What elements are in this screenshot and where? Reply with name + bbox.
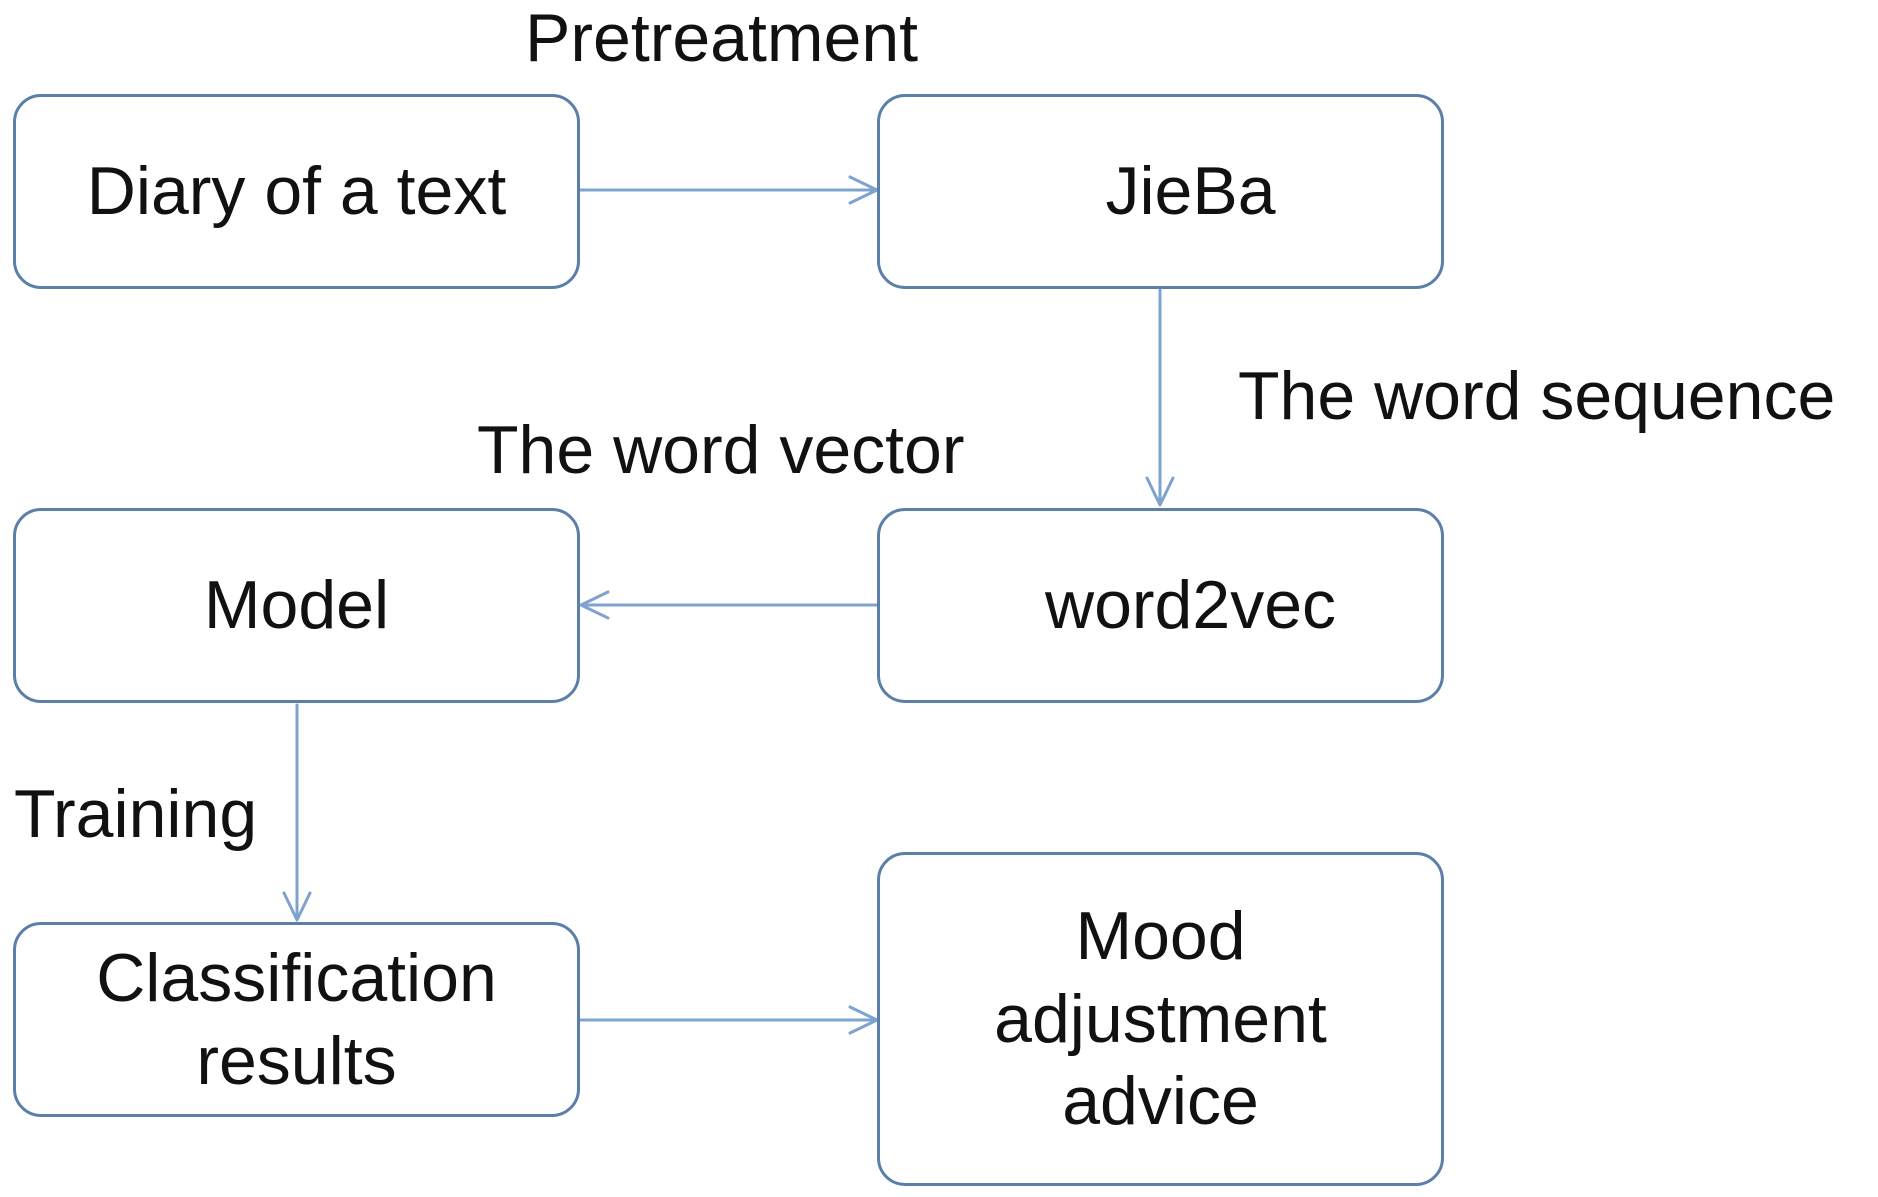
- node-label: Diary of a text: [86, 153, 507, 230]
- edge-label-pretreatment: Pretreatment: [525, 0, 919, 76]
- arrow-model-to-classification: [282, 703, 312, 922]
- node-label: Classification results: [96, 939, 497, 1099]
- arrow-classification-to-advice: [578, 1005, 879, 1035]
- node-label: JieBa: [1105, 153, 1276, 230]
- edge-label-training: Training: [14, 776, 258, 852]
- node-jieba: JieBa: [877, 94, 1444, 289]
- node-mood-adjustment-advice: Mood adjustment advice: [877, 852, 1444, 1186]
- edge-label-word-sequence: The word sequence: [1238, 358, 1836, 434]
- node-word2vec: word2vec: [877, 508, 1444, 703]
- node-label: Model: [203, 567, 390, 644]
- arrow-diary-to-jieba: [578, 175, 879, 205]
- arrow-word2vec-to-model: [579, 590, 880, 620]
- node-label: Mood adjustment advice: [994, 897, 1327, 1140]
- edge-label-word-vector: The word vector: [477, 412, 965, 488]
- node-classification-results: Classification results: [13, 922, 580, 1117]
- node-label: word2vec: [1044, 567, 1337, 644]
- arrow-jieba-to-word2vec: [1145, 288, 1175, 507]
- node-diary-of-a-text: Diary of a text: [13, 94, 580, 289]
- node-model: Model: [13, 508, 580, 703]
